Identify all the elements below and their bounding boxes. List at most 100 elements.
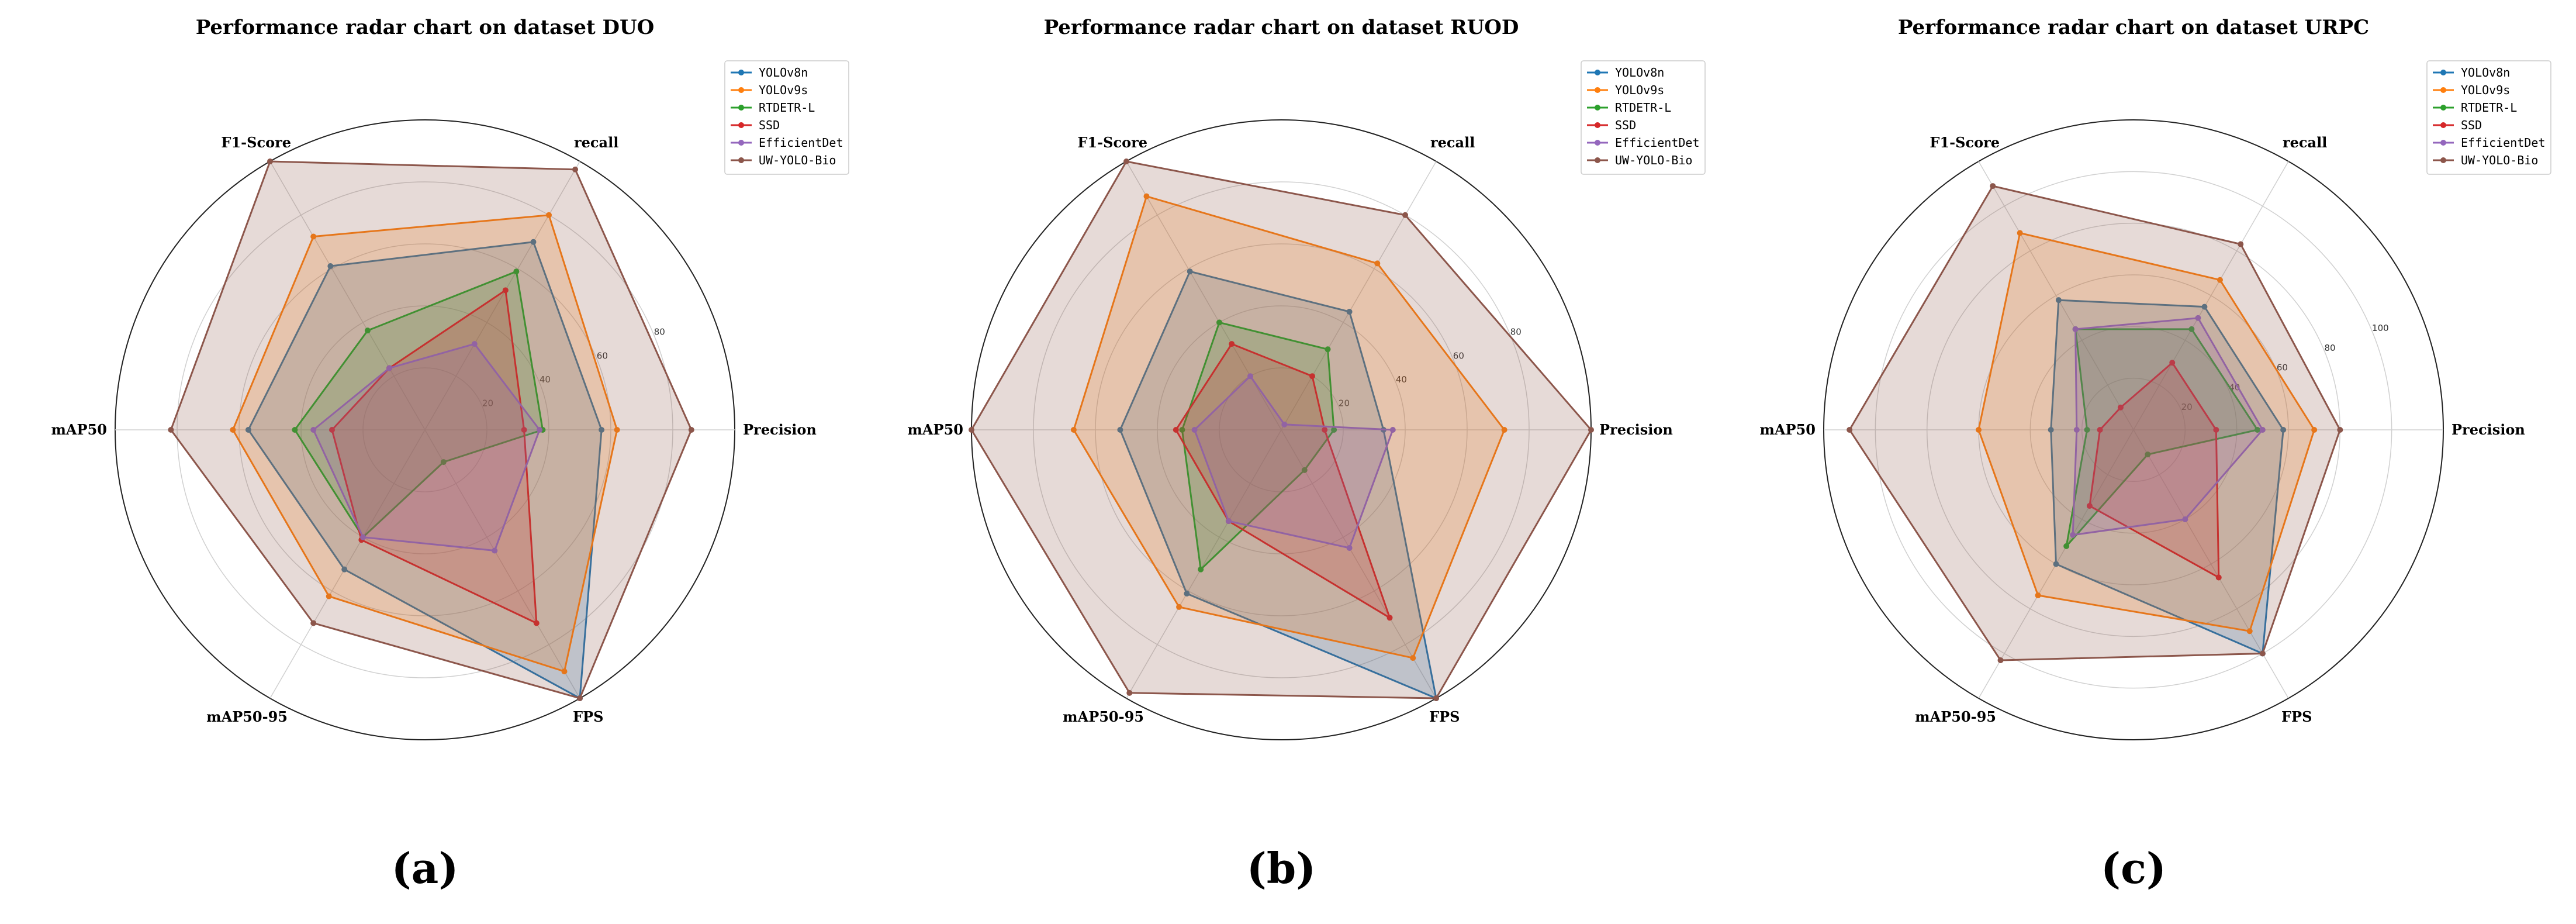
legend-marker [1595, 140, 1600, 146]
legend-entry: EfficientDet [759, 136, 843, 150]
radar-panel-3: Performance radar chart on dataset URPC2… [1760, 16, 2551, 893]
data-point [1374, 260, 1381, 267]
data-point [2070, 532, 2076, 538]
axis-label-mAP50-95: mAP50-95 [1063, 708, 1144, 725]
data-point [1386, 615, 1393, 621]
data-point [1847, 427, 1853, 433]
data-point [2246, 628, 2253, 635]
axis-label-Precision: Precision [2451, 421, 2525, 438]
series-EfficientDet [2070, 315, 2266, 538]
data-point [2055, 297, 2062, 304]
data-point [2215, 574, 2222, 581]
data-point [327, 263, 334, 270]
data-point [245, 427, 251, 433]
data-point [614, 427, 620, 433]
data-point [2072, 326, 2079, 332]
legend-entry: YOLOv9s [759, 83, 808, 97]
data-point [1117, 427, 1123, 433]
radial-tick-label: 80 [654, 327, 665, 337]
radial-tick-label: 60 [597, 350, 608, 361]
legend-marker [738, 157, 744, 163]
data-point [1247, 373, 1253, 380]
data-point [2084, 427, 2090, 433]
data-point [2073, 427, 2080, 433]
data-point [1588, 427, 1594, 433]
data-point [1501, 427, 1507, 433]
grid-spoke [1126, 429, 1282, 699]
data-point [2097, 427, 2103, 433]
data-point [546, 212, 552, 218]
data-point [230, 427, 236, 433]
data-point [530, 239, 537, 245]
legend-marker [2440, 157, 2446, 163]
data-point [533, 620, 540, 626]
data-point [537, 427, 543, 433]
data-point [1301, 467, 1308, 473]
legend-marker [738, 105, 744, 111]
data-point [1997, 657, 2004, 663]
data-point [1229, 341, 1235, 347]
legend: YOLOv8nYOLOv9sRTDETR-LSSDEfficientDetUW-… [1581, 60, 1706, 175]
data-point [1410, 655, 1416, 661]
legend-entry: RTDETR-L [759, 101, 815, 115]
data-point [492, 547, 498, 554]
data-point [1216, 319, 1222, 326]
data-point [1346, 544, 1353, 551]
radial-tick-label: 100 [2372, 323, 2389, 333]
legend-marker [2440, 140, 2446, 146]
data-point [2053, 561, 2059, 567]
data-point [2213, 427, 2219, 433]
axis-label-F1-Score: F1-Score [1077, 134, 1147, 151]
grid-spoke [1978, 161, 2134, 430]
data-point [2182, 516, 2188, 522]
panel-label: (c) [2101, 843, 2166, 893]
data-point [1143, 193, 1150, 199]
legend-box [2426, 60, 2551, 175]
data-point [2048, 427, 2054, 433]
series-SSD [2086, 360, 2222, 581]
data-point [2117, 404, 2124, 411]
radar-panel-2: Performance radar chart on dataset RUOD2… [908, 16, 1706, 893]
data-point [2201, 304, 2208, 310]
series-UW-YOLO-Bio [969, 158, 1594, 701]
series-RTDETR-L [292, 268, 546, 540]
data-point [326, 593, 332, 599]
axis-label-mAP50: mAP50 [1760, 421, 1816, 438]
data-point [1990, 183, 1996, 189]
data-point [1225, 518, 1232, 525]
data-point [2035, 592, 2041, 599]
data-point [1126, 689, 1133, 696]
data-point [2188, 326, 2195, 332]
data-point [2017, 230, 2023, 236]
radial-tick-label: 20 [2181, 402, 2193, 412]
legend-marker [738, 140, 744, 146]
legend-marker [1595, 122, 1600, 128]
legend-entry: EfficientDet [2461, 136, 2546, 150]
legend-box [724, 60, 849, 175]
data-point [1198, 566, 1204, 573]
legend-marker [1595, 157, 1600, 163]
radar-panel-1: Performance radar chart on dataset DUO20… [51, 16, 849, 893]
panel-label: (a) [392, 843, 459, 893]
legend-entry: YOLOv8n [2461, 65, 2510, 80]
legend-marker [1595, 70, 1600, 75]
legend-entry: EfficientDet [1615, 136, 1700, 150]
legend-entry: YOLOv9s [2461, 83, 2510, 97]
data-point [1309, 373, 1315, 380]
data-point [1402, 212, 1408, 218]
data-point [1346, 309, 1353, 315]
legend-entry: UW-YOLO-Bio [759, 153, 836, 167]
legend-entry: UW-YOLO-Bio [1615, 153, 1692, 167]
data-point [1187, 268, 1193, 275]
legend: YOLOv8nYOLOv9sRTDETR-LSSDEfficientDetUW-… [724, 60, 849, 175]
legend-marker [2440, 122, 2446, 128]
radial-tick-label: 80 [2324, 343, 2335, 353]
data-point [2145, 451, 2151, 458]
chart-title: Performance radar chart on dataset DUO [196, 16, 655, 39]
legend-marker [2440, 87, 2446, 93]
radial-tick-label: 80 [1510, 327, 1522, 337]
grid-spoke [1126, 161, 1282, 430]
data-point [2311, 427, 2318, 433]
